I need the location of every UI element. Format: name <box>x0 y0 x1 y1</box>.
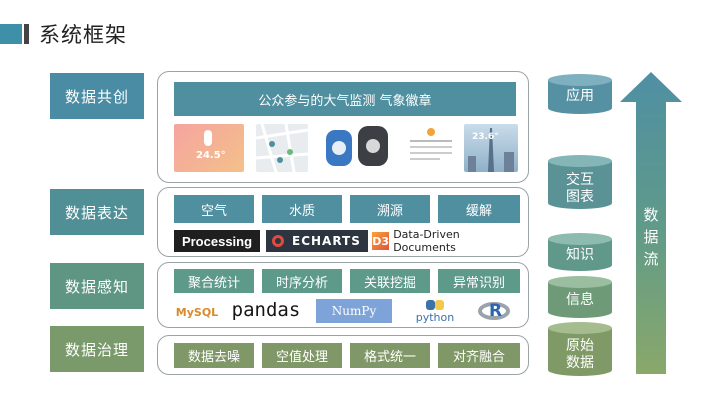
mysql-logo: MySQL <box>175 305 219 319</box>
python-logo: python <box>415 310 455 324</box>
share-panel: 公众参与的大气监测 气象徽章 24.5° 23.6° <box>157 71 529 183</box>
echarts-icon <box>272 235 284 247</box>
page-title-bar: 系统框架 <box>0 22 127 47</box>
echarts-logo-box: ECHARTS <box>266 230 368 252</box>
denoise-button[interactable]: 数据去噪 <box>174 343 254 368</box>
layer-label-sense: 数据感知 <box>50 263 144 309</box>
d3-logo-box: D3 Data-Driven Documents <box>372 228 520 254</box>
python-logo-box: python <box>408 297 462 325</box>
temperature-app-thumbnail: 24.5° <box>174 124 244 172</box>
level-raw-data-label: 原始数据 <box>566 338 594 371</box>
numpy-logo: NumPy <box>331 304 377 318</box>
level-interactive-charts: 交互图表 <box>548 155 612 211</box>
data-flow-arrow: 数据流 <box>620 72 682 374</box>
thumb-temperature-2: 23.6° <box>472 132 499 142</box>
share-banner: 公众参与的大气监测 气象徽章 <box>174 82 516 116</box>
sense-panel: 聚合统计 时序分析 关联挖掘 异常识别 MySQL pandas NumPy p… <box>157 262 529 328</box>
title-accent-block <box>0 24 22 44</box>
air-button[interactable]: 空气 <box>174 195 254 223</box>
null-handling-button[interactable]: 空值处理 <box>262 343 342 368</box>
pandas-logo: pandas <box>231 299 301 321</box>
city-weather-thumbnail: 23.6° <box>464 124 518 172</box>
page-title: 系统框架 <box>39 23 127 47</box>
tower-icon <box>468 128 514 172</box>
blue-badge-icon <box>326 130 352 166</box>
r-logo: R <box>489 301 503 321</box>
anomaly-detection-button[interactable]: 异常识别 <box>438 269 520 293</box>
thermometer-icon <box>204 130 212 146</box>
echarts-logo: ECHARTS <box>292 234 361 248</box>
up-arrow-icon <box>620 72 682 374</box>
mitigation-button[interactable]: 缓解 <box>438 195 520 223</box>
trace-source-button[interactable]: 溯源 <box>350 195 430 223</box>
format-unify-button[interactable]: 格式统一 <box>350 343 430 368</box>
level-application-label: 应用 <box>566 88 594 104</box>
association-mining-button[interactable]: 关联挖掘 <box>350 269 430 293</box>
govern-panel: 数据去噪 空值处理 格式统一 对齐融合 <box>157 335 529 375</box>
numpy-logo-box: NumPy <box>316 299 392 323</box>
layer-label-share: 数据共创 <box>50 73 144 119</box>
layer-label-express: 数据表达 <box>50 189 144 235</box>
layer-label-govern: 数据治理 <box>50 326 144 372</box>
map-thumbnail <box>256 124 308 172</box>
level-interactive-charts-label: 交互图表 <box>566 172 594 205</box>
aggregate-stats-button[interactable]: 聚合统计 <box>174 269 254 293</box>
align-fuse-button[interactable]: 对齐融合 <box>438 343 520 368</box>
d3-icon: D3 <box>372 232 390 250</box>
express-panel: 空气 水质 溯源 缓解 Processing ECHARTS D3 Data-D… <box>157 187 529 257</box>
r-ring-icon <box>478 302 510 320</box>
python-icon <box>426 299 444 310</box>
level-information-label: 信息 <box>566 292 594 308</box>
level-raw-data: 原始数据 <box>548 322 612 378</box>
data-flow-label: 数据流 <box>643 206 659 268</box>
dark-badge-icon <box>358 126 388 166</box>
d3-logo: Data-Driven Documents <box>393 228 460 254</box>
r-logo-box: R <box>478 299 512 323</box>
level-application: 应用 <box>548 74 612 118</box>
badge-device-thumbnail <box>320 124 396 172</box>
time-series-button[interactable]: 时序分析 <box>262 269 342 293</box>
map-icon <box>256 124 308 172</box>
level-information: 信息 <box>548 276 612 320</box>
thumb-temperature: 24.5° <box>196 150 226 161</box>
news-article-thumbnail <box>406 124 456 172</box>
level-knowledge-label: 知识 <box>566 247 594 263</box>
level-knowledge: 知识 <box>548 233 612 273</box>
title-accent-bar <box>24 24 29 44</box>
processing-logo: Processing <box>174 230 260 252</box>
sun-icon <box>427 128 435 136</box>
water-button[interactable]: 水质 <box>262 195 342 223</box>
